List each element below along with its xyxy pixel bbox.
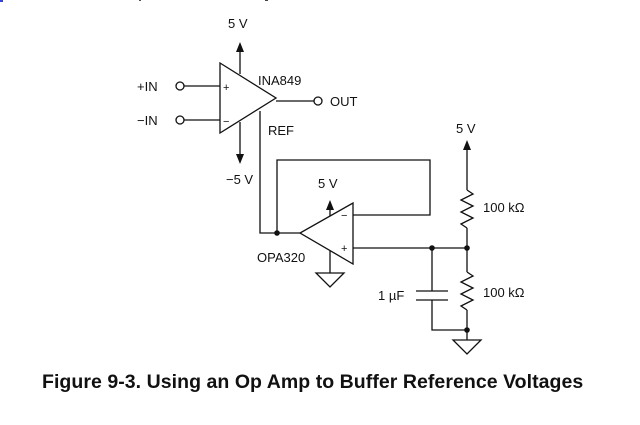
opa-supply-pos-arrow-icon — [326, 200, 334, 210]
opa320-amplifier-symbol — [298, 201, 354, 266]
divider-ground-icon — [451, 339, 483, 355]
clipped-text-fragment — [0, 0, 3, 2]
out-label: OUT — [330, 94, 358, 109]
opa-name-label: OPA320 — [257, 250, 305, 265]
junction-dot-divider — [464, 245, 470, 251]
ina-supply-neg-arrow-icon — [236, 154, 244, 164]
ina-supply-pos-label: 5 V — [228, 16, 248, 31]
in-minus-label: −IN — [137, 113, 158, 128]
opa-supply-pos-label: 5 V — [318, 176, 338, 191]
resistor-top-label: 100 kΩ — [483, 200, 525, 215]
ina-supply-neg-label: −5 V — [226, 172, 253, 187]
resistor-bottom-label: 100 kΩ — [483, 285, 525, 300]
cap-bottom-wire — [431, 300, 467, 331]
clipped-text-fragment — [265, 0, 268, 1]
clipped-text-fragment — [139, 0, 141, 1]
junction-dot-cap — [429, 245, 435, 251]
figure-caption: Figure 9-3. Using an Op Amp to Buffer Re… — [42, 371, 584, 393]
ina849-amplifier-symbol — [219, 61, 278, 135]
opa-pin-plus: + — [341, 243, 347, 255]
resistor-top-symbol — [459, 189, 475, 229]
in-plus-label: +IN — [137, 79, 158, 94]
ina-name-label: INA849 — [258, 73, 301, 88]
wire-ref — [259, 111, 300, 234]
wire-feedback — [276, 159, 431, 233]
opa-ground-icon — [314, 272, 346, 288]
opa-pin-minus: − — [341, 210, 347, 222]
junction-dot-ref — [274, 230, 280, 236]
in-minus-terminal — [175, 115, 185, 125]
in-plus-terminal — [175, 81, 185, 91]
junction-dot-ground — [464, 327, 470, 333]
ina-supply-pos-arrow-icon — [236, 42, 244, 52]
divider-supply-label: 5 V — [456, 121, 476, 136]
divider-supply-arrow-icon — [463, 140, 471, 150]
ina-pin-plus: + — [223, 82, 229, 94]
capacitor-label: 1 µF — [378, 288, 404, 303]
resistor-bottom-symbol — [459, 271, 475, 311]
out-terminal — [313, 96, 323, 106]
ina-pin-minus: − — [223, 116, 229, 128]
ref-label: REF — [268, 123, 294, 138]
